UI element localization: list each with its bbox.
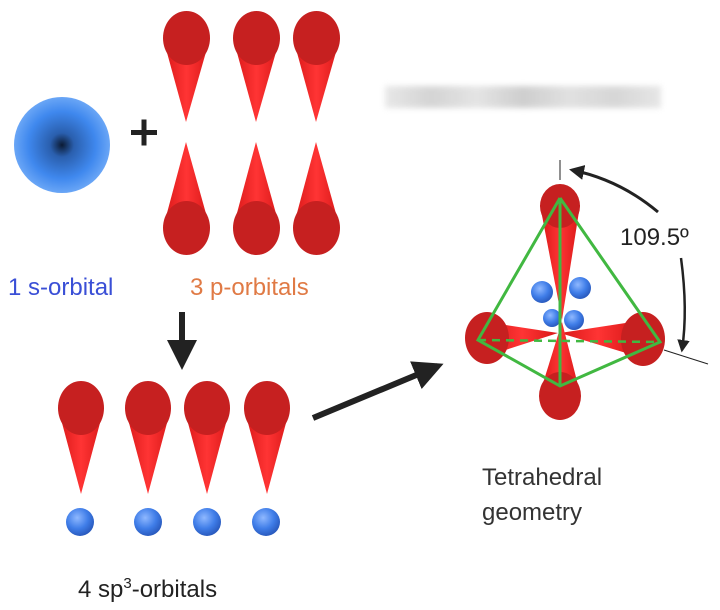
sp3-superscript: 3 (123, 575, 132, 592)
diagonal-arrow-icon (311, 361, 444, 421)
p-orbital-1 (163, 11, 210, 255)
p-orbitals-label: 3 p-orbitals (190, 274, 309, 301)
p-orbital-3 (293, 11, 340, 255)
sp3-orbitals-label: 4 sp3-orbitals (78, 576, 217, 602)
sp3-orbital-1 (58, 381, 104, 536)
bond-angle-label: 109.5º (620, 224, 689, 251)
tetrahedral-model (465, 160, 665, 420)
plus-icon (131, 119, 157, 146)
sp3-orbital-2 (125, 381, 171, 536)
p-orbital-2 (233, 11, 280, 255)
angle-indicator (569, 165, 709, 365)
tetrahedral-line-2: geometry (482, 498, 583, 526)
redacted-text-area (385, 86, 661, 108)
sp3-prefix: 4 sp (78, 576, 124, 603)
tetrahedral-geometry-label: Tetrahedral geometry (482, 461, 602, 531)
s-orbital-label: 1 s-orbital (8, 274, 114, 301)
sp3-orbital-4 (244, 381, 290, 536)
tetrahedral-line-1: Tetrahedral (482, 464, 603, 491)
sp3-suffix: -orbitals (131, 576, 218, 603)
s-orbital-sphere (14, 97, 110, 193)
sp3-orbital-3 (184, 381, 230, 536)
